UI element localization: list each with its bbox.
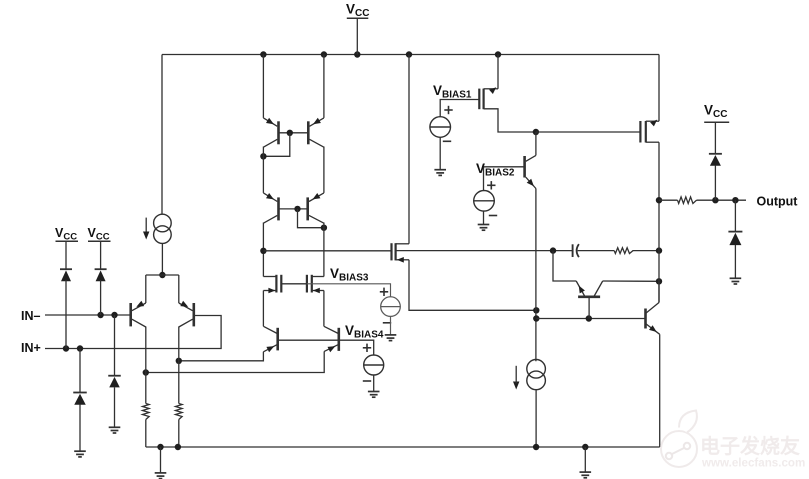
svg-text:IN+: IN+ [21,341,41,355]
svg-text:Output: Output [757,194,799,208]
svg-text:电子发烧友: 电子发烧友 [700,434,800,458]
svg-text:www.elecfans.com: www.elecfans.com [701,457,805,470]
svg-text:IN–: IN– [21,309,41,323]
